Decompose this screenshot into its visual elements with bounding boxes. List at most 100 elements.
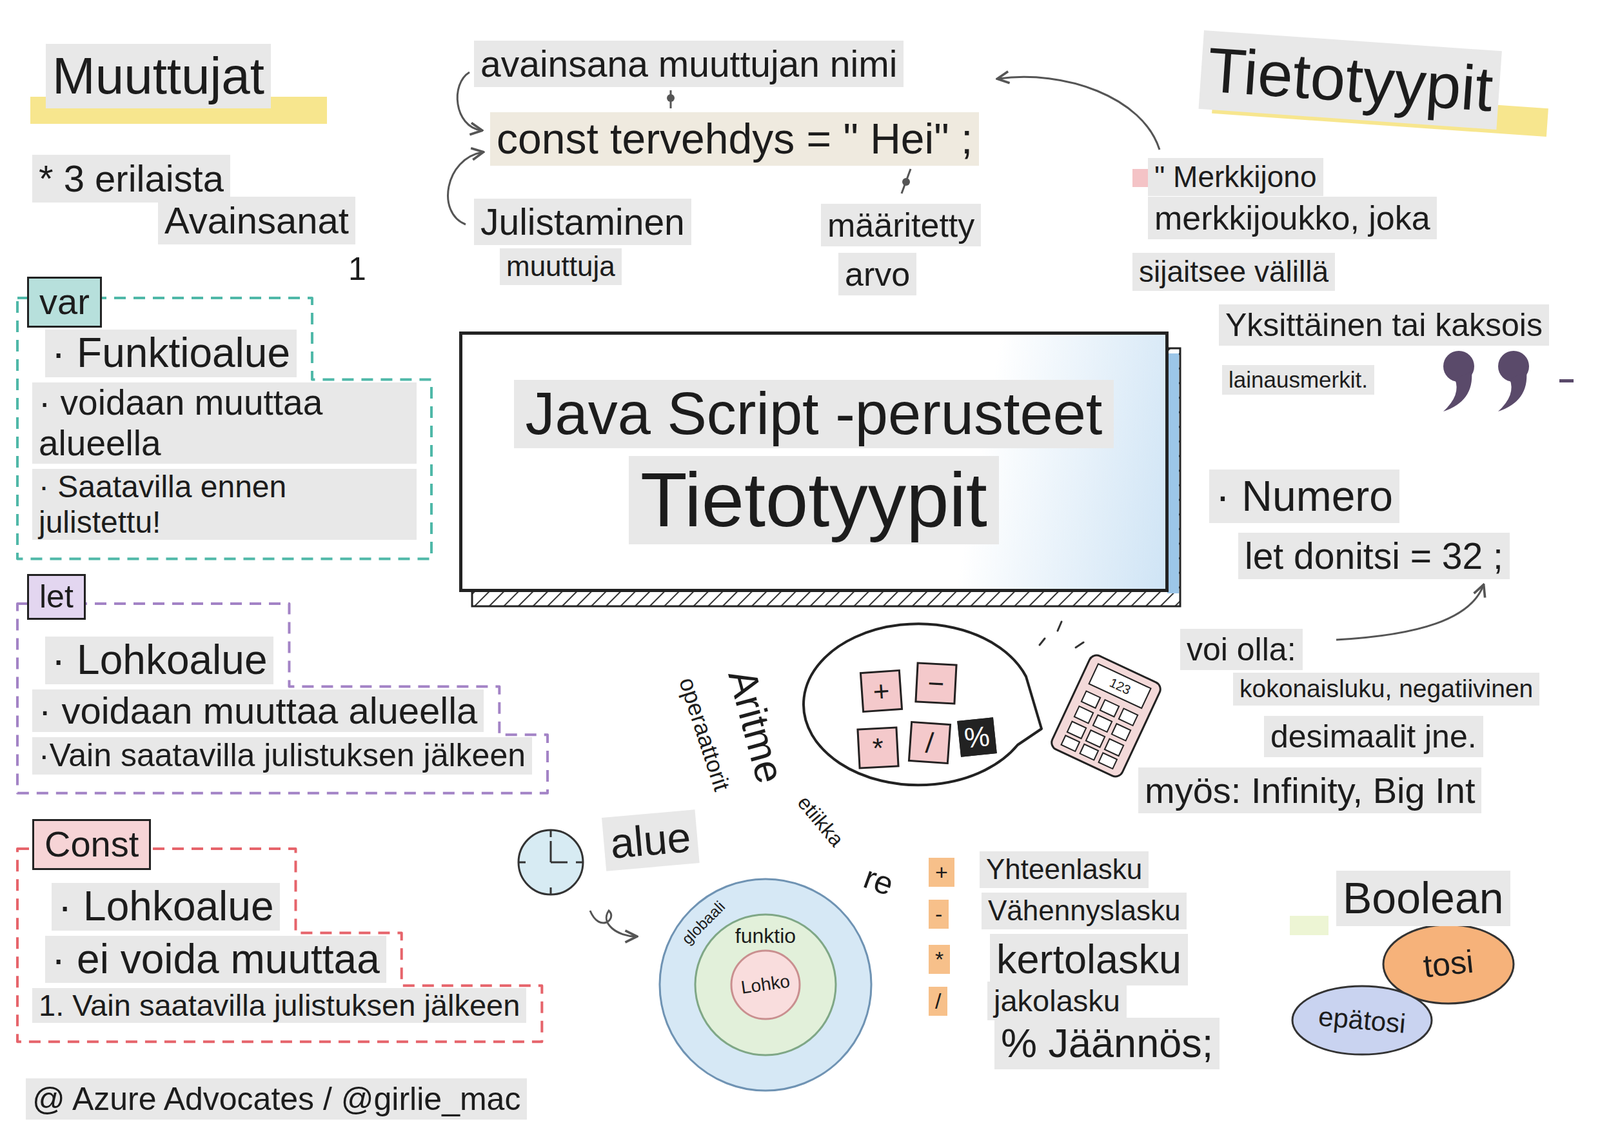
title-panel: Java Script -perusteetTietotyypit [459, 331, 1169, 593]
code-line: let donitsi = 32 ; [1238, 532, 1510, 580]
function-scope-circle: funktioLohko [693, 913, 838, 1057]
leader-arrow [448, 72, 1484, 937]
highlight-stroke [30, 85, 1549, 936]
operator-name: % Jäännös; [994, 1017, 1220, 1070]
scope-heading: alue [601, 809, 700, 871]
note-text: kokonaisluku, negatiivinen [1233, 672, 1540, 706]
clock-icon [550, 861, 568, 864]
clock-icon [550, 829, 553, 838]
calculator-icon [1061, 735, 1081, 752]
speech-bubble [803, 623, 1042, 785]
note-number: 1 [341, 248, 373, 290]
operator-key: * [856, 726, 899, 769]
operator-name: jakolasku [987, 981, 1127, 1021]
operator-symbol: * [928, 944, 950, 974]
bullet-text: · Lohkoalue [45, 636, 274, 685]
bullet-text: · voidaan muuttaa alueella [32, 689, 484, 733]
clock-icon [575, 861, 583, 864]
keyword-tab: var [27, 276, 102, 328]
bullet-text: · Funktioalue [45, 329, 297, 378]
curved-heading: re [858, 857, 899, 905]
curved-heading: etiikka [792, 790, 850, 852]
global-scope-circle-shape [659, 879, 872, 1091]
type-name: · Numero [1209, 469, 1400, 524]
sparkle-mark [1057, 621, 1062, 631]
clock-icon [550, 887, 553, 895]
leader-arrow [998, 76, 1160, 150]
quote-marks-icon [1443, 350, 1574, 412]
annotation-text: avainsana muuttujan nimi [474, 40, 904, 88]
operator-key: / [908, 720, 952, 765]
bullet-text: · Lohkoalue [51, 882, 280, 931]
operator-symbol: - [928, 899, 949, 929]
highlight-stroke [1289, 915, 1329, 936]
leader-arrow [901, 168, 911, 194]
leader-arrow [590, 910, 636, 937]
calculator-icon [1074, 706, 1094, 723]
note-text: desimaalit jne. [1264, 715, 1484, 758]
clock-icon [518, 861, 526, 864]
calculator-icon [1067, 721, 1087, 739]
block-scope-circle: Lohko [730, 949, 801, 1021]
operator-name: Yhteenlasku [979, 851, 1149, 889]
sparkle-mark [1039, 621, 1084, 648]
global-scope-circle: globaalifunktioLohko [658, 877, 873, 1092]
sparkle-mark [1039, 638, 1045, 645]
note-text: sijaitsee välillä [1132, 252, 1335, 291]
note-text: lainausmerkit. [1222, 365, 1375, 395]
scope-label: funktio [735, 924, 796, 948]
operator-key: − [914, 661, 958, 705]
calculator-icon [1086, 730, 1105, 747]
leader-dot [666, 94, 675, 102]
const-scope-region: Const· Lohkoalue· ei voida muuttaa1. Vai… [15, 846, 654, 1044]
quote-marks-icon [1498, 371, 1527, 412]
calculator-icon [1100, 699, 1119, 717]
annotation-text: arvo [838, 252, 917, 296]
note-text: Avainsanat [158, 196, 356, 245]
title-panel-shadow [1167, 353, 1179, 594]
calculator-icon [1049, 652, 1163, 780]
operator-symbol: / [924, 728, 935, 758]
calculator-display: 123 [1107, 674, 1134, 698]
operator-key: + [859, 669, 903, 713]
clock-icon [550, 840, 553, 863]
note-text: merkkijoukko, joka [1147, 196, 1437, 240]
keyword-tab: Const [32, 819, 151, 870]
calculator-icon [1049, 652, 1163, 780]
operator-key: % [957, 717, 998, 758]
operator-symbol: * [871, 733, 885, 763]
calculator-icon [1098, 752, 1118, 769]
operator-name: kertolasku [989, 933, 1188, 986]
note-text: voi olla: [1180, 628, 1303, 671]
title-text: Java Script -perusteet [513, 379, 1115, 449]
dashed-region-outline [17, 297, 432, 559]
clock-icon [518, 829, 583, 895]
type-name: Boolean [1336, 870, 1511, 927]
false-bubble-shape [1292, 986, 1432, 1055]
title-text: Tietotyypit [628, 455, 999, 545]
calculator-icon [1104, 739, 1124, 756]
var-scope-region: var· Funktioalue· voidaan muuttaa alueel… [15, 296, 434, 561]
quote-marks-icon [1443, 371, 1472, 412]
bullet-text: · ei voida muuttaa [45, 935, 387, 984]
calculator-icon [1081, 690, 1101, 708]
operator-symbol: % [962, 721, 992, 753]
bullet-text: ·Vain saatavilla julistuksen jälkeen [32, 737, 533, 775]
let-scope-region: let· Lohkoalue· voidaan muuttaa alueella… [15, 601, 661, 796]
speech-bubble [803, 623, 1042, 785]
boolean-value: tosi [1421, 944, 1475, 985]
code-line: const tervehdys = " Hei" ; [490, 112, 979, 166]
bullet-text: · Saatavilla ennen julistettu! [32, 468, 417, 540]
calculator-icon [1093, 715, 1112, 732]
calculator-icon [1118, 708, 1138, 726]
operator-symbol: + [871, 676, 891, 707]
false-bubble: epätosi [1291, 984, 1433, 1056]
dashed-region-outline [17, 848, 542, 1042]
section-heading: Tietotyypit [1198, 30, 1502, 130]
function-scope-circle-shape [695, 914, 836, 1056]
bullet-text: 1. Vain saatavilla julistuksen jälkeen [32, 987, 527, 1023]
note-text: Yksittäinen tai kaksois [1218, 304, 1550, 346]
bullet-text: · voidaan muuttaa alueella [32, 382, 417, 465]
block-scope-circle-shape [731, 950, 800, 1019]
